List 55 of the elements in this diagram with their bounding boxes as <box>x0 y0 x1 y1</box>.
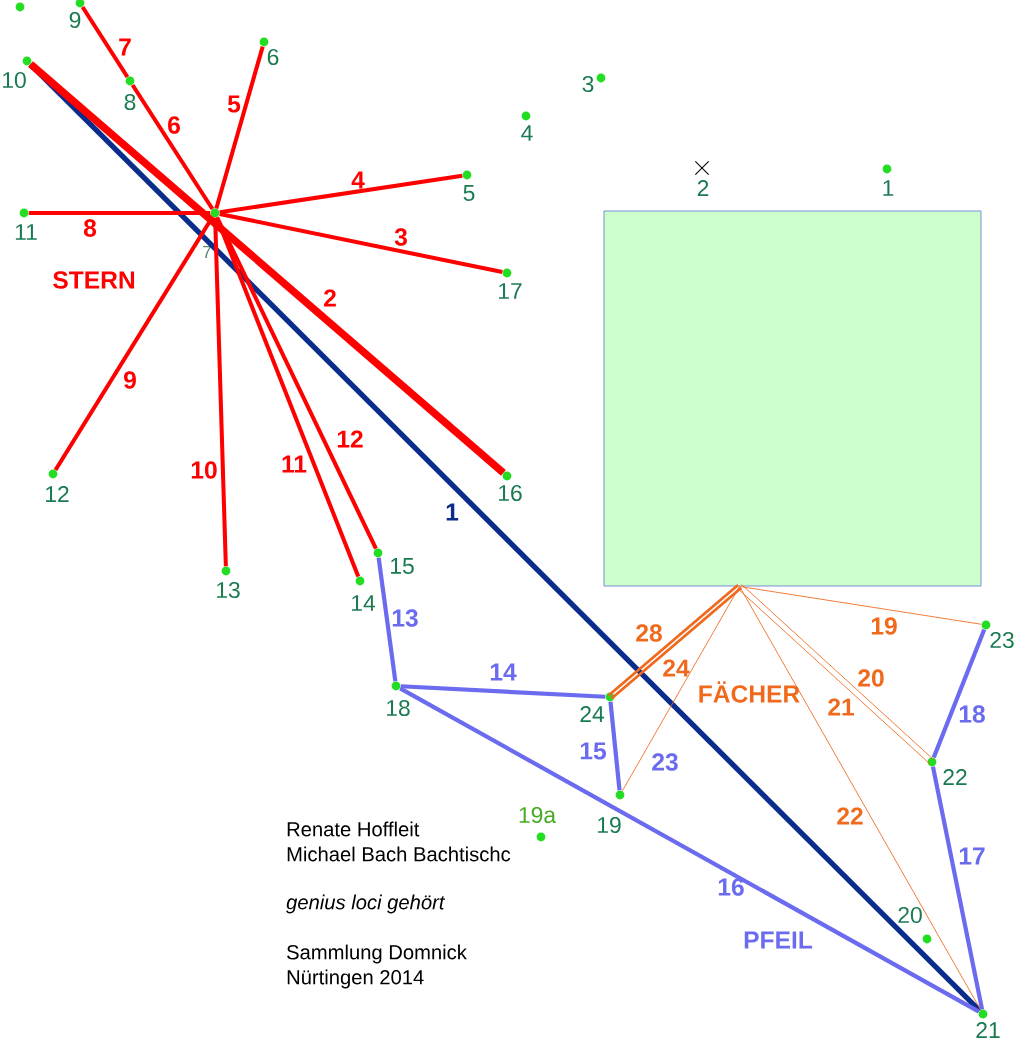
line <box>219 212 503 275</box>
line <box>739 586 982 1011</box>
credit-text: Sammlung Domnick <box>287 944 467 964</box>
line <box>400 684 606 699</box>
line-number: 6 <box>168 116 180 134</box>
line-number: 24 <box>663 659 690 677</box>
line <box>739 586 982 625</box>
line-number: 14 <box>490 663 517 681</box>
line <box>931 628 987 759</box>
line-number: 2 <box>324 289 336 307</box>
line-number: 7 <box>119 38 131 56</box>
line-number: 21 <box>828 698 854 716</box>
line-number: 4 <box>351 171 365 189</box>
line-number: 8 <box>83 219 97 237</box>
line-number: 5 <box>227 95 241 113</box>
line-number: 9 <box>124 371 136 389</box>
line-number: 1 <box>446 503 459 521</box>
line <box>930 766 985 1010</box>
line <box>219 173 463 215</box>
square-field <box>603 210 982 587</box>
line-number: 23 <box>652 753 678 771</box>
line-number: 22 <box>837 807 863 825</box>
credit-text: Michael Bach Bachtischc <box>287 846 511 862</box>
group-label: FÄCHER <box>699 681 800 703</box>
line <box>608 701 622 791</box>
line-number: 20 <box>858 669 884 687</box>
line <box>80 5 130 79</box>
line <box>28 61 506 476</box>
line-number: 28 <box>636 624 662 642</box>
line-number: 16 <box>718 878 744 896</box>
credit-text: Nürtingen 2014 <box>287 969 424 989</box>
line-number: 19 <box>871 617 897 635</box>
line-number: 17 <box>959 847 985 865</box>
line <box>621 586 740 792</box>
line-number: 12 <box>337 430 363 448</box>
line-number: 15 <box>580 742 606 760</box>
line <box>213 217 228 567</box>
line <box>28 211 211 216</box>
line <box>399 686 980 1014</box>
line-number: 3 <box>394 228 407 246</box>
title-text: genius loci gehört <box>286 894 446 914</box>
group-label: STERN <box>53 271 135 289</box>
line-number: 13 <box>392 609 418 627</box>
line <box>376 557 398 682</box>
line <box>214 216 361 578</box>
line <box>215 216 378 550</box>
credit-text: Renate Hoffleit <box>287 821 420 837</box>
group-label: PFEIL <box>744 931 813 949</box>
line <box>130 83 215 211</box>
point-marker <box>15 2 25 12</box>
line-number: 18 <box>959 705 985 723</box>
line <box>53 215 215 472</box>
line-number: 11 <box>282 455 307 473</box>
line <box>214 46 265 209</box>
line-number: 10 <box>191 461 217 479</box>
